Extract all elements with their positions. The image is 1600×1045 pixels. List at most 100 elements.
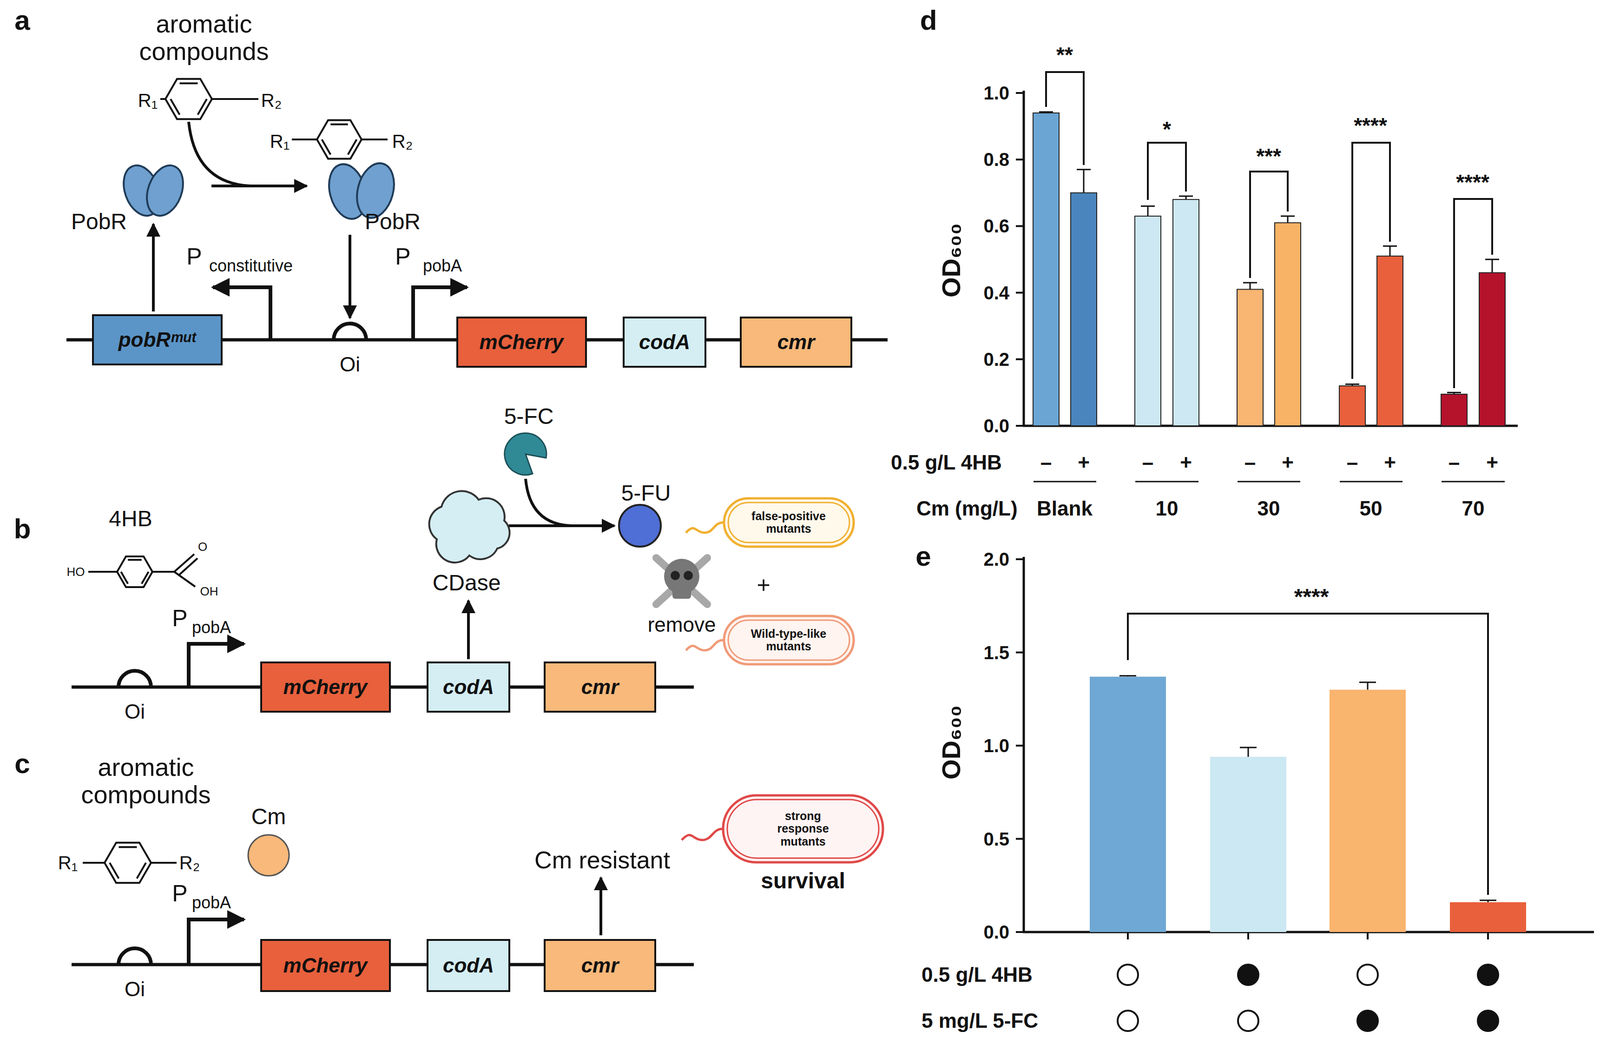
bar-chart (1366, 931, 1369, 940)
bar-chart (1134, 216, 1161, 426)
label-text: R₁ (138, 90, 158, 111)
benzene-ring (165, 79, 212, 120)
gene-name: mCherry (283, 675, 368, 698)
gene-box: mCherry (260, 938, 391, 992)
benzene-ring (120, 571, 128, 584)
label-text: P (171, 605, 188, 632)
cell-label: Wild-type-like mutants (742, 627, 836, 653)
bar-chart (1491, 259, 1494, 273)
gene-box: mCherry (260, 661, 391, 713)
bar-chart (1172, 199, 1199, 426)
label-text: aromatic compounds (66, 753, 225, 809)
benzene-ring (117, 556, 153, 587)
label-text: 0.4 (983, 282, 1010, 303)
label-text: – (1244, 451, 1256, 474)
bar-chart (1237, 480, 1301, 483)
bar-chart (1015, 72, 1594, 1031)
bar-chart (1237, 289, 1264, 426)
label-text: survival (760, 868, 845, 894)
label-text: 1.0 (983, 82, 1010, 104)
benzene-ring (170, 98, 180, 115)
bar-chart (1126, 931, 1129, 940)
label-text: pobA (422, 256, 462, 276)
skull-icon (656, 557, 708, 605)
gene-box: cmr (543, 661, 657, 713)
label-text: constitutive (209, 256, 293, 276)
label-text: Cm (mg/L) (916, 497, 1018, 520)
benzene-ring (152, 570, 175, 573)
bar-chart (1479, 272, 1506, 426)
bar-chart (1345, 383, 1360, 385)
label-text: PobR (71, 209, 127, 235)
label-text: R₁ (269, 131, 290, 152)
gene-box: cmr (739, 316, 853, 368)
promoter-arrow (188, 919, 244, 965)
label-text: HO (66, 565, 86, 579)
label-text: 2.0 (983, 548, 1010, 570)
label-text: OD₆₀₀ (936, 223, 966, 298)
bar-chart (1247, 931, 1250, 940)
bar-chart (1089, 676, 1166, 932)
label-text: + (1179, 451, 1192, 474)
bar-chart (1119, 674, 1137, 677)
bar-chart (1039, 111, 1054, 113)
label-text: Cm resistant (534, 846, 671, 874)
label-text: Cm (251, 804, 287, 830)
label-text: Oi (339, 353, 361, 376)
bar-chart (1441, 480, 1505, 483)
label-text: 0.5 g/L 4HB (921, 963, 1033, 986)
signal-arrow (525, 478, 572, 526)
bar-chart (1015, 158, 1024, 161)
bar-chart (1033, 480, 1097, 483)
label-text: 30 (1257, 497, 1281, 520)
cdase-cloud (429, 490, 510, 563)
label-text: Oi (124, 977, 145, 1001)
label-text: 50 (1359, 497, 1383, 520)
label-text: Oi (124, 700, 145, 723)
skull-icon (656, 557, 708, 605)
skull-icon (656, 557, 708, 605)
benzene-ring (316, 119, 362, 159)
bar-chart (1487, 931, 1489, 940)
bar-chart (1015, 358, 1024, 361)
benzene-ring (137, 862, 147, 879)
signal-arrow (151, 223, 155, 312)
signal-arrow (211, 184, 307, 188)
bar-chart (1239, 746, 1257, 749)
skull-icon (683, 570, 693, 580)
label-text: 4HB (108, 506, 152, 532)
label-text: 0.5 g/L 4HB (890, 451, 1002, 474)
benzene-ring (174, 571, 196, 587)
label-text: – (1040, 451, 1052, 474)
bar-chart (1070, 192, 1097, 426)
skull-icon (672, 586, 692, 599)
cell-shape: false-positive mutants (722, 496, 856, 548)
benzene-ring (322, 139, 331, 155)
gene-name: mCherry (479, 330, 564, 354)
gene-box: codA (426, 661, 511, 713)
label-text: – (1346, 451, 1358, 474)
gene-box: codA (622, 316, 707, 368)
benzene-ring (82, 861, 105, 864)
promoter-arrow (188, 643, 244, 687)
label-text: pobA (191, 893, 231, 912)
signal-arrow (599, 877, 603, 935)
bar-chart (1477, 964, 1499, 985)
label-text: R₁ (58, 852, 78, 873)
bar-chart (1022, 556, 1026, 932)
benzene-ring (179, 82, 198, 85)
benzene-ring (160, 98, 166, 100)
bar-chart (1247, 747, 1250, 757)
bar-chart (1147, 142, 1186, 200)
label-text: – (1142, 451, 1154, 474)
bar-chart (1147, 205, 1149, 216)
gene-name: codA (638, 330, 691, 354)
label-text: b (13, 513, 32, 545)
bar-chart (1083, 169, 1085, 193)
cell-label: strong response mutants (770, 809, 836, 849)
benzene-ring (197, 98, 208, 115)
bar-chart (1274, 222, 1301, 426)
signal-arrow (467, 600, 470, 659)
label-text: remove (647, 613, 717, 636)
bar-chart (1449, 902, 1527, 932)
